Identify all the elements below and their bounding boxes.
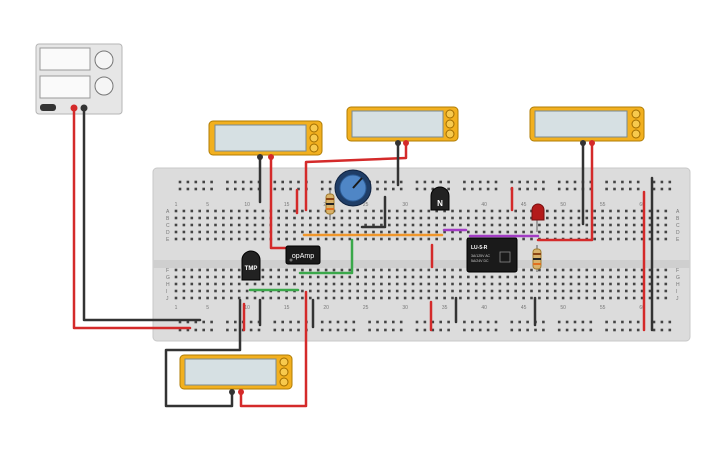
column-number: 10 (244, 305, 250, 311)
relay[interactable]: LU-5-R 3A/125V AC 5A/24V DC (466, 237, 518, 273)
meter-buttons[interactable] (279, 357, 289, 387)
temperature-sensor[interactable]: TMP (241, 250, 261, 281)
multimeter-bottom[interactable] (179, 354, 293, 395)
column-number: 15 (284, 202, 290, 208)
row-letter: D (676, 230, 680, 236)
voltage-knob[interactable] (94, 50, 114, 70)
row-letter: J (676, 296, 679, 302)
transistor-npn[interactable]: N (430, 186, 450, 211)
column-number: 1 (175, 305, 178, 311)
row-letter: H (676, 282, 680, 288)
column-number: 60 (639, 305, 645, 311)
wire-meter3-red[interactable] (536, 143, 594, 242)
tmp-label: TMP (245, 266, 258, 272)
meter-buttons[interactable] (631, 109, 641, 139)
multimeter-right[interactable] (529, 106, 645, 146)
column-number: 30 (402, 202, 408, 208)
row-letter: A (166, 209, 170, 215)
column-number: 50 (560, 305, 566, 311)
column-number: 40 (481, 305, 487, 311)
wire-green-1[interactable] (298, 238, 354, 275)
row-letter: B (166, 216, 170, 222)
wire-meter4-black[interactable] (164, 298, 242, 408)
column-number: 55 (600, 202, 606, 208)
relay-label: LU-5-R (471, 245, 488, 251)
column-number: 5 (206, 305, 209, 311)
column-number: 15 (284, 305, 290, 311)
negative-terminal[interactable] (80, 104, 88, 112)
potentiometer[interactable] (334, 169, 372, 207)
breadboard-holes (174, 180, 672, 332)
relay-spec-1: 3A/125V AC (471, 254, 491, 258)
column-number: 25 (363, 305, 369, 311)
multimeter-left[interactable] (208, 120, 323, 160)
multimeter-middle[interactable] (346, 106, 459, 146)
column-number: 35 (442, 305, 448, 311)
column-number: 50 (560, 202, 566, 208)
row-letter: H (166, 282, 170, 288)
resistor-2[interactable] (532, 245, 542, 272)
row-letter: F (166, 268, 169, 274)
row-letter: E (676, 237, 680, 243)
column-number: 5 (206, 202, 209, 208)
row-letter: B (676, 216, 680, 222)
opamp-label: opAmp (292, 253, 314, 260)
power-supply[interactable] (35, 43, 123, 115)
row-letter: C (676, 223, 680, 229)
row-letter: D (166, 230, 170, 236)
row-letter: C (166, 223, 170, 229)
column-number: 55 (600, 305, 606, 311)
wire-pot-black[interactable] (360, 195, 387, 229)
row-letter: G (166, 275, 170, 281)
column-number: 40 (481, 202, 487, 208)
wires[interactable] (72, 109, 654, 408)
positive-terminal[interactable] (70, 104, 78, 112)
row-letter: A (676, 209, 680, 215)
row-letter: I (166, 289, 167, 295)
row-letter: E (166, 237, 170, 243)
column-number: 30 (402, 305, 408, 311)
column-number: 20 (323, 305, 329, 311)
wire-supply-positive[interactable] (72, 109, 192, 330)
resistor-1[interactable] (325, 190, 335, 220)
meter-buttons[interactable] (309, 123, 319, 153)
transistor-label: N (437, 199, 443, 208)
row-letter: G (676, 275, 680, 281)
relay-spec-2: 5A/24V DC (471, 259, 489, 263)
row-letter: I (676, 289, 677, 295)
wire-supply-negative[interactable] (82, 109, 202, 322)
column-number: 1 (175, 202, 178, 208)
row-letter: J (166, 296, 169, 302)
column-number: 45 (521, 305, 527, 311)
row-letter: F (676, 268, 679, 274)
column-number: 25 (363, 202, 369, 208)
power-switch[interactable] (40, 104, 56, 111)
wire-meter4-red[interactable] (239, 290, 308, 408)
column-number: 10 (244, 202, 250, 208)
led-red[interactable] (531, 203, 545, 232)
column-number: 45 (521, 202, 527, 208)
wire-meter2-red[interactable] (304, 144, 408, 212)
relay-symbol-icon (499, 251, 511, 263)
column-number: 60 (639, 202, 645, 208)
opamp-chip[interactable]: opAmp (285, 245, 321, 265)
meter-buttons[interactable] (445, 109, 455, 139)
current-knob[interactable] (94, 76, 114, 96)
